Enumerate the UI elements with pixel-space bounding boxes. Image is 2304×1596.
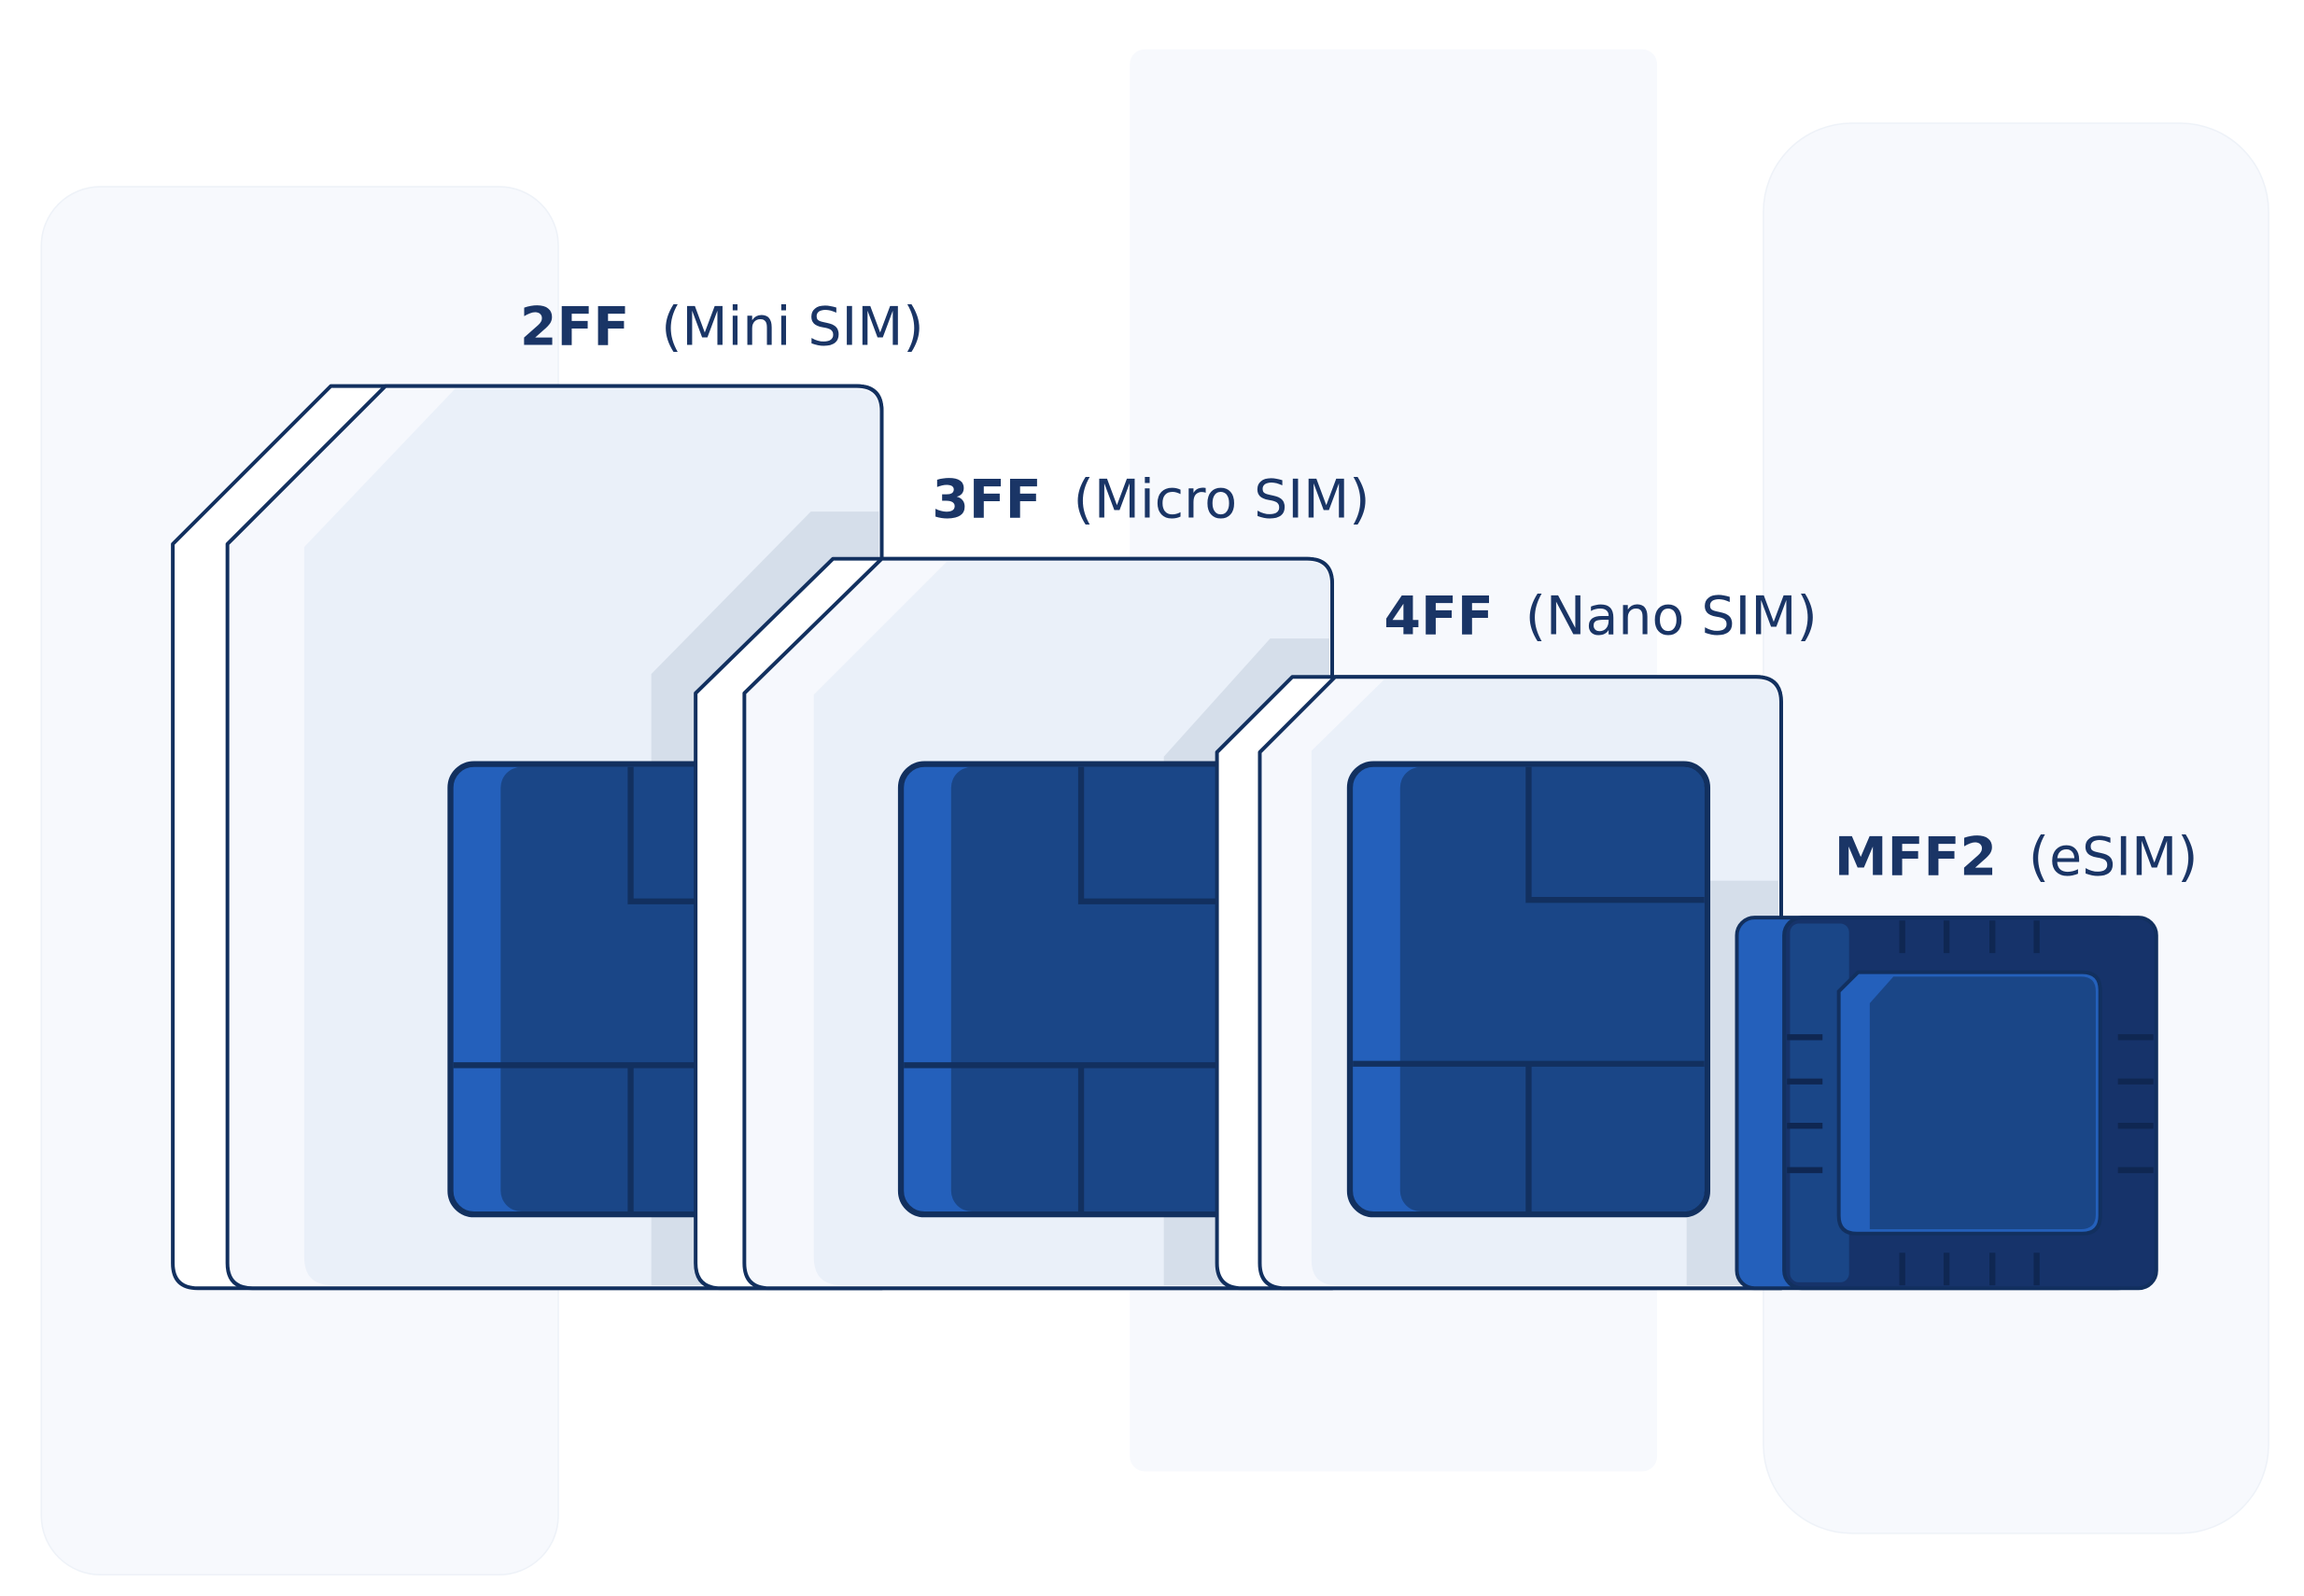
chip-face [950,766,1253,1211]
chip-contact-lines [1353,766,1705,1211]
sim-card-3ff [694,556,1334,1291]
label-4ff-code: 4FF [1384,585,1493,647]
label-mff2-name: (eSIM) [2029,826,2199,888]
label-4ff: 4FF (Nano SIM) [1384,585,1817,647]
label-3ff-name: (Micro SIM) [1074,469,1370,530]
chip [1346,761,1711,1218]
sim-card-4ff [1215,675,1783,1291]
esim-inner-frame [1790,923,1849,1282]
esim-pins [1787,920,2154,1286]
label-4ff-name: (Nano SIM) [1525,585,1818,647]
sim-card-mff2 [1735,916,2158,1291]
chip [897,761,1258,1218]
label-2ff-code: 2FF [520,296,629,357]
chip-contact-lines [904,766,1253,1211]
label-3ff: 3FF (Micro SIM) [932,469,1370,530]
esim-die-face [1869,976,2096,1229]
label-2ff: 2FF (Mini SIM) [520,296,924,357]
sim-card-2ff [171,384,884,1291]
label-2ff-name: (Mini SIM) [661,296,923,357]
label-mff2: MFF2 (eSIM) [1834,826,2199,888]
label-3ff-code: 3FF [932,469,1041,530]
label-mff2-code: MFF2 [1834,826,1997,888]
chip-face [1399,766,1705,1211]
